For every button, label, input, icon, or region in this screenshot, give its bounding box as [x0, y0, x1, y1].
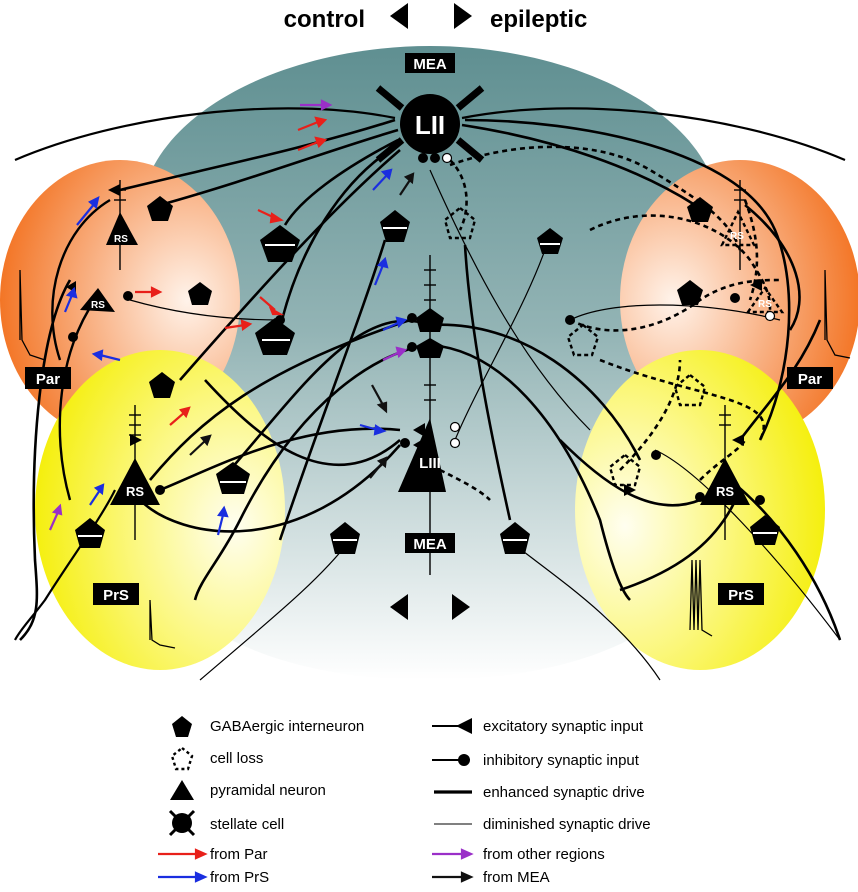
mea-top-label: MEA	[413, 56, 447, 73]
control-label: control	[284, 6, 365, 33]
arrow-icon	[158, 871, 208, 883]
triangle-icon	[170, 780, 194, 800]
dashed-pentagon-icon	[608, 453, 642, 487]
liii-label: LIII	[419, 455, 441, 472]
arrow-icon	[432, 848, 474, 860]
arrow-icon	[432, 871, 474, 883]
legend-text: from Par	[210, 846, 268, 863]
legend-text: excitatory synaptic input	[483, 718, 644, 735]
rs-label: RS	[730, 231, 744, 242]
connection-lines	[14, 107, 846, 681]
interneuron-icon	[216, 462, 250, 494]
legend-text: cell loss	[210, 750, 263, 767]
legend: GABAergic interneuron cell loss pyramida…	[158, 716, 651, 886]
legend-text: stellate cell	[210, 816, 284, 833]
legend-text: inhibitory synaptic input	[483, 752, 640, 769]
dashed-pentagon-icon	[170, 746, 194, 771]
excitatory-icon	[432, 718, 472, 734]
interneuron-icon	[380, 210, 410, 242]
legend-text: pyramidal neuron	[210, 782, 326, 799]
stellate-icon	[168, 809, 196, 837]
interneuron-icon	[416, 338, 444, 358]
right-triangle-icon	[452, 594, 470, 620]
interneuron-icon	[188, 282, 212, 305]
rs-cell-prs-left: RS	[110, 458, 160, 505]
lost-interneurons	[443, 206, 707, 487]
rs-cell-prs-right: RS	[700, 458, 750, 505]
excitatory-synapses	[66, 184, 762, 496]
legend-text: GABAergic interneuron	[210, 718, 364, 735]
interneuron-icon	[416, 308, 444, 332]
legend-text: diminished synaptic drive	[483, 816, 651, 833]
par-right-label: Par	[798, 371, 822, 388]
dashed-pentagon-icon	[673, 373, 707, 407]
arrow-icon	[158, 848, 208, 860]
interneuron-icon	[260, 225, 300, 262]
left-triangle-icon	[390, 3, 408, 29]
pentagon-icon	[172, 716, 192, 737]
rs-cell-par-left: RS	[106, 212, 138, 245]
interneuron-icon	[255, 318, 295, 355]
spike-traces	[19, 269, 851, 649]
inhibitory-synapses	[68, 153, 765, 505]
interneurons	[75, 196, 780, 554]
legend-text: from other regions	[483, 846, 605, 863]
par-left-label: Par	[36, 371, 60, 388]
liii-pyramidal-cell: LIII	[398, 418, 446, 492]
header: control epileptic	[284, 3, 587, 33]
interneuron-icon	[330, 522, 360, 554]
prs-left-label: PrS	[103, 587, 129, 604]
legend-text: enhanced synaptic drive	[483, 784, 645, 801]
bottom-arrows	[390, 594, 470, 620]
rs-label: RS	[114, 234, 128, 245]
dashed-pentagon-icon	[443, 206, 477, 240]
input-arrows	[48, 99, 415, 536]
prs-right-label: PrS	[728, 587, 754, 604]
rs-label: RS	[716, 484, 734, 499]
rs-label: RS	[126, 484, 144, 499]
interneuron-icon	[677, 280, 703, 305]
interneuron-icon	[149, 372, 175, 398]
inhibitory-icon	[432, 754, 470, 766]
dashed-pentagon-icon	[566, 323, 600, 357]
rs-label: RS	[91, 300, 105, 311]
lii-stellate-cell: LII	[375, 85, 485, 163]
rs-cell-par-right-lost	[720, 209, 785, 314]
interneuron-icon	[147, 196, 173, 221]
left-triangle-icon	[390, 594, 408, 620]
interneuron-icon	[75, 518, 105, 548]
rs-cell-par-left-2: RS	[80, 288, 115, 312]
interneuron-icon	[687, 197, 713, 222]
interneuron-marks	[78, 227, 777, 541]
legend-text: from PrS	[210, 869, 269, 886]
interneuron-icon	[750, 515, 780, 545]
right-triangle-icon	[454, 3, 472, 29]
mea-bottom-label: MEA	[413, 536, 447, 553]
lii-label: LII	[415, 110, 445, 140]
interneuron-icon	[500, 522, 530, 554]
interneuron-icon	[537, 228, 563, 254]
lost-synapses	[441, 152, 776, 449]
rs-label: RS	[758, 299, 772, 310]
epileptic-label: epileptic	[490, 6, 587, 33]
prs-right-region	[575, 350, 825, 670]
legend-text: from MEA	[483, 869, 550, 886]
region-labels: MEA MEA Par Par PrS PrS	[25, 53, 833, 605]
